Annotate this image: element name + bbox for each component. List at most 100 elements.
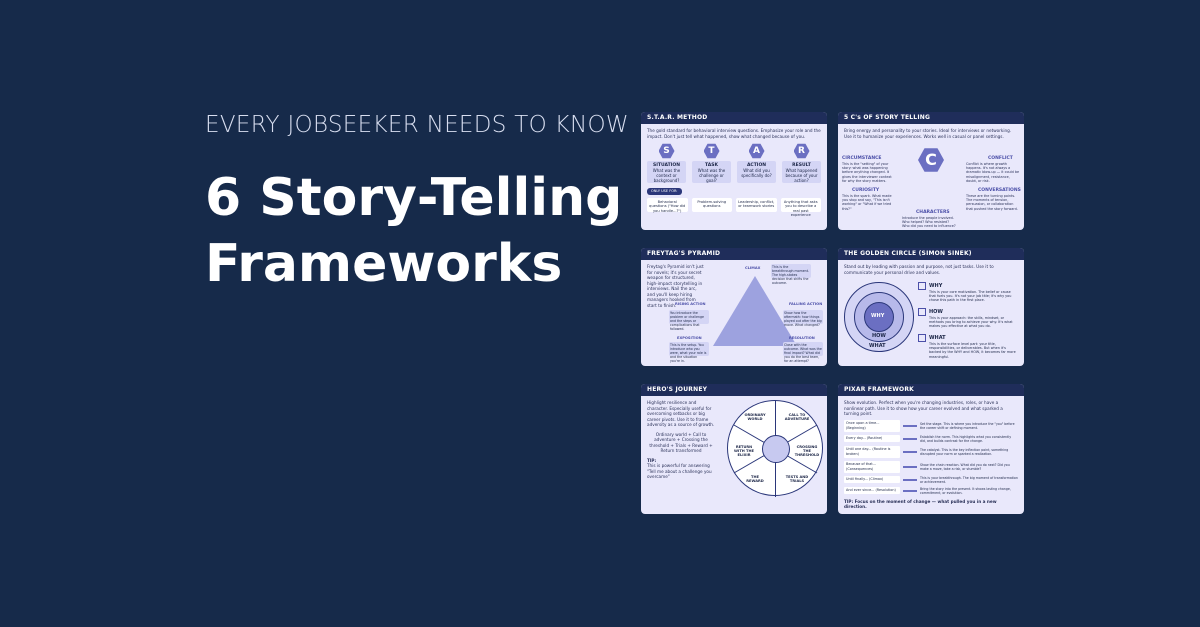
fivec-card: 5 C's OF STORY TELLING Bring energy and …: [838, 112, 1024, 230]
step-text: What did you specifically do?: [741, 168, 772, 178]
pixar-row: Once upon a time... (Beginning) Set the s…: [844, 419, 1018, 432]
arrow-icon: [903, 437, 917, 440]
pixar-card-title: PIXAR FRAMEWORK: [838, 384, 1024, 396]
star-card: S.T.A.R. METHOD The gold standard for be…: [641, 112, 827, 230]
use-item: Behavioral questions ("How did you handl…: [647, 198, 688, 213]
how-title: HOW: [929, 309, 943, 315]
resolution-label: RESOLUTION: [789, 336, 815, 340]
what-title: WHAT: [929, 335, 946, 341]
square-icon: [918, 282, 926, 290]
curiosity-text: This is the spark. What made you stop an…: [842, 194, 892, 211]
segment-label: ORDINARY WORLD: [744, 413, 766, 422]
row-text: This is your breakthrough. The big momen…: [920, 475, 1018, 484]
segment-label: THE REWARD: [746, 475, 764, 484]
row-text: Set the stage. This is where you introdu…: [920, 421, 1015, 430]
conversations-text: These are the turning points. The moment…: [966, 194, 1018, 211]
pixar-row: Until one day... (Routine is broken)The …: [844, 445, 1018, 458]
hex-icon: A: [748, 143, 765, 159]
rising-label: RISING ACTION: [675, 302, 706, 306]
circumstance-text: This is the "setting" of your story: wha…: [842, 162, 892, 183]
star-desc: The gold standard for behavioral intervi…: [647, 128, 821, 139]
circumstance-label: CIRCUMSTANCE: [842, 156, 882, 161]
step-text: What was the context or background?: [652, 168, 681, 183]
golden-desc: Stand out by leading with passion and pu…: [844, 264, 994, 275]
golden-circle-card: THE GOLDEN CIRCLE (SIMON SINEK) Stand ou…: [838, 248, 1024, 366]
how-ring-label: HOW: [872, 333, 886, 339]
eyebrow: EVERY JOBSEEKER NEEDS TO KNOW: [205, 112, 629, 138]
what-text: This is the surface level part: your tit…: [929, 342, 1016, 359]
climax-label: CLIMAX: [745, 266, 761, 270]
rising-text: You introduce the problem or challenge a…: [669, 310, 709, 331]
pixar-card: PIXAR FRAMEWORK Show evolution. Perfect …: [838, 384, 1024, 514]
arrow-icon: [903, 450, 917, 453]
pixar-row: Until finally... (Climax) This is your br…: [844, 476, 1018, 484]
hero-formula: Ordinary world + Call to adventure + Cro…: [649, 431, 713, 454]
hero-card-title: HERO'S JOURNEY: [641, 384, 827, 396]
hero-journey-card: HERO'S JOURNEY Highlight resilience and …: [641, 384, 827, 514]
square-icon: [918, 334, 926, 342]
what-ring-label: WHAT: [869, 343, 886, 349]
why-ring: [864, 302, 894, 332]
row-text: Bring the story into the present. It sho…: [920, 486, 1011, 495]
fivec-card-title: 5 C's OF STORY TELLING: [838, 112, 1024, 124]
segment-label: CALL TO ADVENTURE: [784, 413, 810, 422]
arrow-icon: [903, 489, 917, 492]
journey-wheel: ORDINARY WORLD CALL TO ADVENTURE CROSSIN…: [727, 400, 823, 497]
use-list: Behavioral questions ("How did you handl…: [647, 198, 821, 217]
headline-line-1: 6 Story-Telling: [205, 168, 623, 228]
c-hex-icon: C: [918, 148, 944, 172]
row-label: Because of that... (Consequences): [844, 460, 900, 473]
step-name: SITUATION: [653, 163, 680, 168]
star-card-title: S.T.A.R. METHOD: [641, 112, 827, 124]
row-text: The catalyst. This is the key inflection…: [920, 447, 1009, 456]
segment-label: RETURN WITH THE ELIXIR: [734, 445, 754, 458]
square-icon: [918, 308, 926, 316]
fivec-desc: Bring energy and personality to your sto…: [844, 128, 1012, 139]
conversations-label: CONVERSATIONS: [978, 188, 1021, 193]
freytag-card: FREYTAG'S PYRAMID Freytag's Pyramid isn'…: [641, 248, 827, 366]
why-text: This is your core motivation. The belief…: [929, 290, 1012, 303]
why-ring-label: WHY: [871, 313, 885, 319]
characters-text: Introduce the people involved. Who helpe…: [902, 216, 956, 229]
hex-icon: S: [658, 143, 675, 159]
pixar-desc: Show evolution. Perfect when you're chan…: [844, 400, 1003, 416]
step-name: RESULT: [792, 163, 811, 168]
freytag-desc: Freytag's Pyramid isn't just for novels;…: [647, 264, 704, 308]
segment-label: TESTS AND TRIALS: [785, 475, 809, 484]
why-title: WHY: [929, 283, 943, 289]
exposition-text: This is the setup. You introduce who you…: [669, 342, 709, 363]
step-name: TASK: [705, 163, 718, 168]
falling-text: Show how the aftermath: how things playe…: [783, 310, 823, 327]
headline-line-2: Frameworks: [205, 234, 563, 294]
conflict-text: Conflict is where growth happens. It's n…: [966, 162, 1020, 183]
pixar-row: And ever since... (Resolution) Bring the …: [844, 487, 1018, 495]
curiosity-label: CURIOSITY: [852, 188, 880, 193]
hero-desc: Highlight resilience and character. Espe…: [647, 400, 715, 427]
hex-icon: T: [703, 143, 720, 159]
use-item: Leadership, conflict, or teamwork storie…: [736, 198, 777, 212]
pixar-tip: TIP: Focus on the moment of change — wha…: [844, 498, 997, 510]
row-text: Establish the norm. This highlights what…: [920, 434, 1012, 443]
how-text: This is your approach: the skills, minds…: [929, 316, 1013, 329]
row-label: And ever since... (Resolution): [844, 487, 900, 494]
arrow-icon: [903, 465, 917, 468]
row-label: Once upon a time... (Beginning): [844, 419, 900, 432]
golden-card-title: THE GOLDEN CIRCLE (SIMON SINEK): [838, 248, 1024, 260]
row-label: Every day... (Routine): [844, 435, 900, 442]
exposition-label: EXPOSITION: [677, 336, 702, 340]
freytag-card-title: FREYTAG'S PYRAMID: [641, 248, 827, 260]
hero-tip: This is powerful for answering "Tell me …: [647, 463, 712, 479]
hex-icon: R: [793, 143, 810, 159]
row-label: Until finally... (Climax): [844, 476, 900, 483]
arrow-icon: [903, 478, 917, 481]
characters-label: CHARACTERS: [916, 210, 950, 215]
headline: 6 Story-Telling Frameworks: [205, 165, 622, 297]
use-label: ONLY USE FOR:: [647, 188, 682, 195]
use-item: Problem-solving questions: [691, 198, 732, 212]
